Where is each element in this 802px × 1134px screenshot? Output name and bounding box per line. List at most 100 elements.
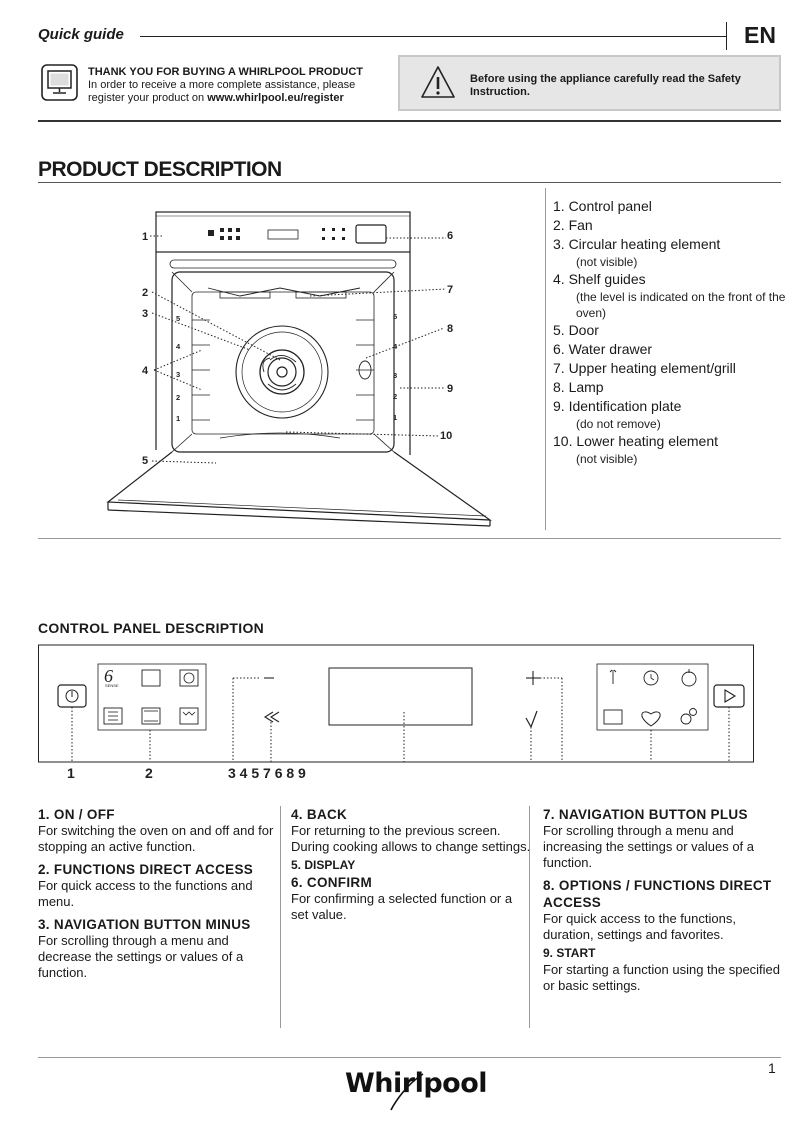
legend-item: 7. Upper heating element/grill xyxy=(553,360,736,376)
settings-gear-icon xyxy=(680,713,692,725)
function-conventional-icon xyxy=(141,707,161,725)
back-heading: 4. BACK xyxy=(291,807,348,822)
shelf-level-left: 5 xyxy=(176,314,180,323)
callout-1: 1 xyxy=(142,231,148,243)
callout-8: 8 xyxy=(447,323,453,335)
options-text: For quick access to the functions, durat… xyxy=(543,911,736,942)
favorites-heart-icon xyxy=(641,711,661,727)
shelf-level-left: 2 xyxy=(176,393,180,402)
safety-notice: Before using the appliance carefully rea… xyxy=(398,55,781,111)
whirlpool-logo: Whirlpool xyxy=(345,1064,488,1114)
column-divider xyxy=(545,188,546,530)
legend-item: 8. Lamp xyxy=(553,379,604,395)
callout-10: 10 xyxy=(440,430,452,442)
callout-4: 4 xyxy=(142,365,149,377)
header-divider xyxy=(726,22,727,50)
function-grill-icon xyxy=(179,707,199,725)
legend-item: 4. Shelf guides xyxy=(553,271,646,287)
confirm-heading: 6. CONFIRM xyxy=(291,875,373,890)
start-button xyxy=(713,684,745,708)
callout-7: 7 xyxy=(447,284,453,296)
legend-item: 2. Fan xyxy=(553,217,593,233)
display xyxy=(328,667,473,726)
register-line-2: register your product on xyxy=(88,92,208,104)
register-url-link[interactable]: www.whirlpool.eu/register xyxy=(207,92,344,104)
nav-minus-text: For scrolling through a menu and decreas… xyxy=(38,933,244,980)
function-menu-icon xyxy=(103,707,123,725)
parts-legend: 1. Control panel 2. Fan 3. Circular heat… xyxy=(553,197,793,467)
section-rule xyxy=(38,120,781,122)
probe-icon xyxy=(609,669,617,684)
callout-6: 6 xyxy=(447,230,453,242)
control-panel-diagram: 6 SENSE 1 2 3 4 5 7 6 8 9 xyxy=(38,644,754,781)
panel-label-2: 2 xyxy=(145,765,153,781)
legend-item: 10. Lower heating element xyxy=(553,433,718,449)
column-divider xyxy=(529,806,530,1028)
function-fan-icon xyxy=(179,669,199,687)
shelf-level-right: 3 xyxy=(393,371,397,380)
start-text: For starting a function using the specif… xyxy=(543,962,781,993)
oven-diagram: 5 4 3 2 1 5 4 3 2 1 1 2 3 4 5 6 7 8 9 10 xyxy=(106,211,493,527)
nav-plus-heading: 7. NAVIGATION BUTTON PLUS xyxy=(543,807,748,822)
start-icon xyxy=(724,689,737,703)
description-column-2: 4. BACK For returning to the previous sc… xyxy=(291,806,531,929)
column-divider xyxy=(280,806,281,1028)
legend-item: 5. Door xyxy=(553,322,599,338)
options-heading: 8. OPTIONS / FUNCTIONS DIRECT ACCESS xyxy=(543,878,772,910)
legend-item: 3. Circular heating element xyxy=(553,236,721,252)
on-off-heading: 1. ON / OFF xyxy=(38,807,115,822)
legend-item: 1. Control panel xyxy=(553,198,652,214)
monitor-icon xyxy=(41,64,78,101)
functions-text: For quick access to the functions and me… xyxy=(38,878,253,909)
footer-rule xyxy=(38,1057,781,1058)
nav-plus-text: For scrolling through a menu and increas… xyxy=(543,823,755,870)
logo-swoosh xyxy=(390,1073,424,1111)
panel-label-1: 1 xyxy=(67,765,75,781)
register-line-1: In order to receive a more complete assi… xyxy=(88,79,356,91)
shelf-level-right: 2 xyxy=(393,392,397,401)
timer-icon xyxy=(643,670,659,686)
register-heading: THANK YOU FOR BUYING A WHIRLPOOL PRODUCT xyxy=(88,66,363,78)
shelf-level-right: 1 xyxy=(393,413,397,422)
back-icon xyxy=(263,711,280,723)
oven-control-panel xyxy=(155,211,411,253)
description-column-3: 7. NAVIGATION BUTTON PLUS For scrolling … xyxy=(543,806,785,1000)
callout-2: 2 xyxy=(142,287,148,299)
brand-name: Whirlpool xyxy=(345,1068,488,1099)
confirm-text: For confirming a selected function or a … xyxy=(291,891,513,922)
sparkle-icon xyxy=(603,709,623,725)
functions-heading: 2. FUNCTIONS DIRECT ACCESS xyxy=(38,862,254,877)
confirm-icon xyxy=(525,710,538,729)
six-sense-sub: SENSE xyxy=(105,683,119,688)
shelf-level-right: 5 xyxy=(393,312,397,321)
warning-icon xyxy=(421,66,455,98)
callout-9: 9 xyxy=(447,383,453,395)
language-code: EN xyxy=(744,22,776,48)
stopwatch-icon xyxy=(681,671,697,687)
shelf-level-left: 3 xyxy=(176,370,180,379)
callout-3: 3 xyxy=(142,308,148,320)
control-panel-title: CONTROL PANEL DESCRIPTION xyxy=(38,620,265,636)
panel-label-3-9: 3 4 5 7 6 8 9 xyxy=(228,765,306,781)
product-description-title: PRODUCT DESCRIPTION xyxy=(38,158,282,181)
back-text: For returning to the previous screen. Du… xyxy=(291,823,531,854)
water-drawer xyxy=(355,224,387,244)
section-rule xyxy=(38,538,781,539)
header-rule xyxy=(140,36,726,37)
legend-note: (not visible) xyxy=(576,255,638,269)
six-sense-logo: 6 xyxy=(104,666,113,686)
page-number: 1 xyxy=(768,1060,776,1076)
panel-frame xyxy=(38,644,754,763)
guide-title: Quick guide xyxy=(38,26,124,43)
nav-minus-heading: 3. NAVIGATION BUTTON MINUS xyxy=(38,917,251,932)
safety-text: Before using the appliance carefully rea… xyxy=(470,73,741,98)
legend-item: 6. Water drawer xyxy=(553,341,653,357)
legend-note: (the level is indicated on the front of … xyxy=(576,290,786,320)
shelf-level-left: 4 xyxy=(176,342,181,351)
title-rule xyxy=(38,182,781,183)
legend-note: (do not remove) xyxy=(576,417,661,431)
on-off-text: For switching the oven on and off and fo… xyxy=(38,823,274,854)
start-heading: 9. START xyxy=(543,946,596,960)
callout-5: 5 xyxy=(142,455,148,467)
display-heading: 5. DISPLAY xyxy=(291,858,356,872)
